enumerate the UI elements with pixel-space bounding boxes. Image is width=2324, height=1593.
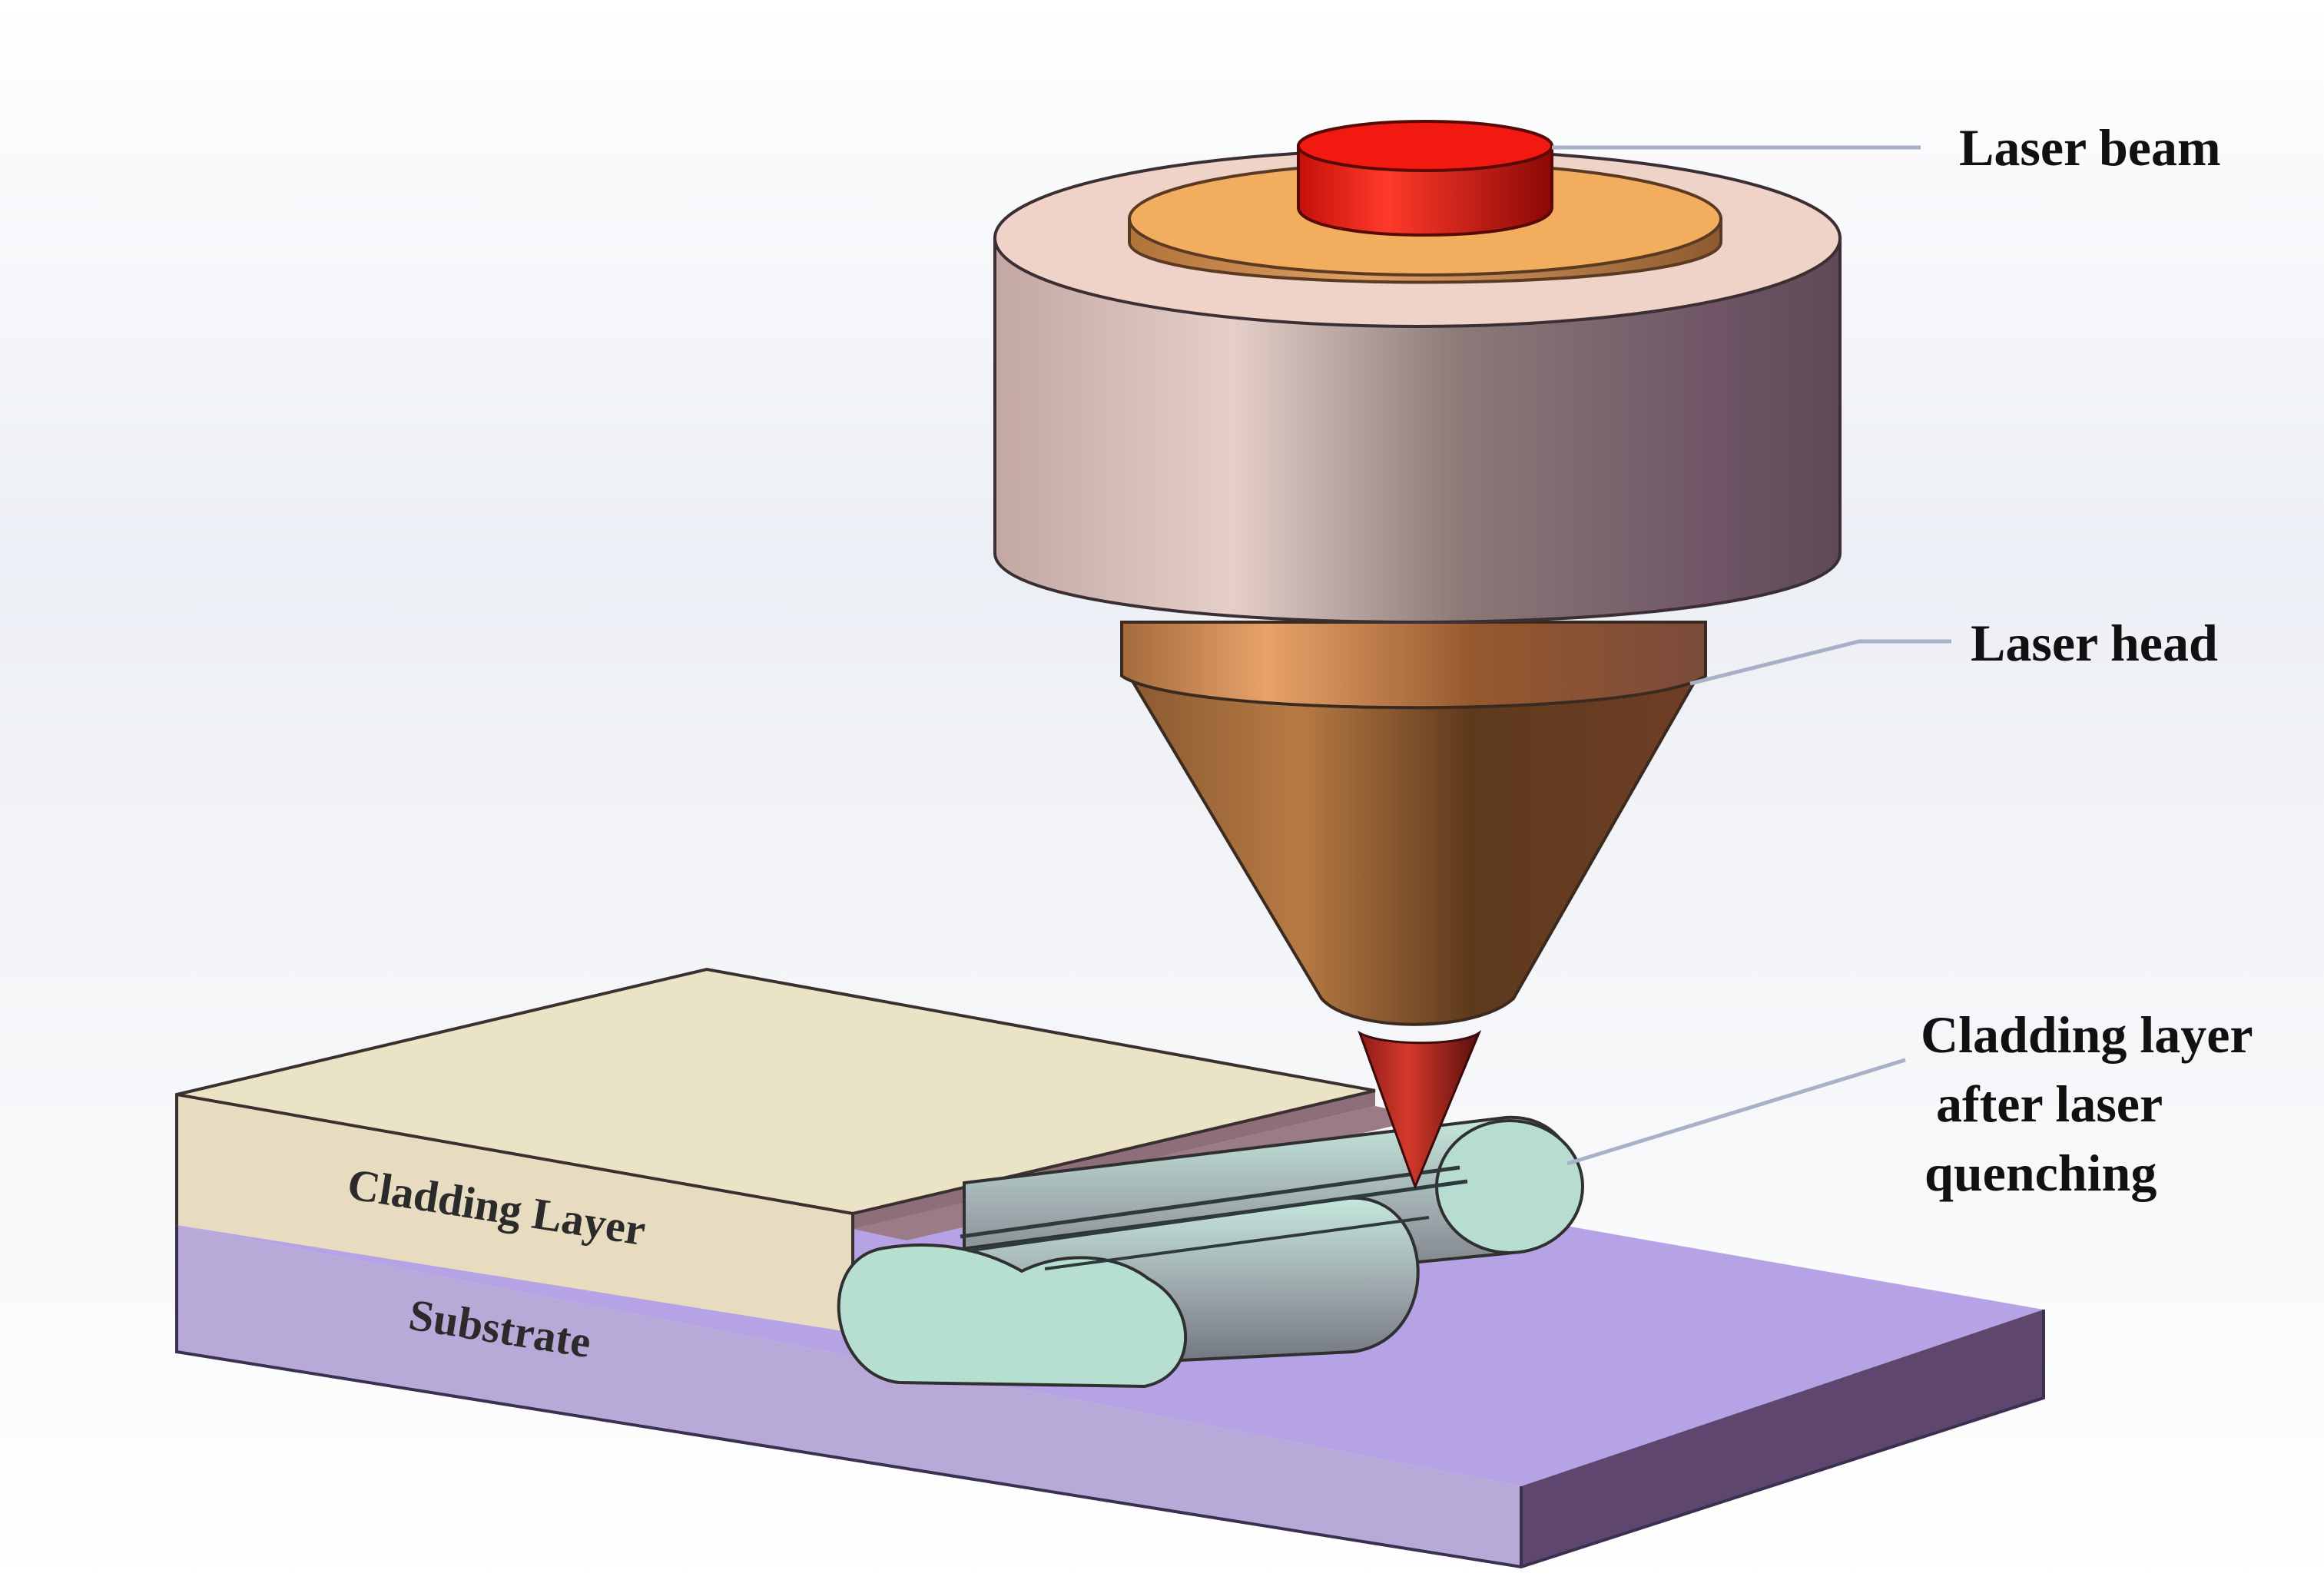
label-cladding-quench-line2: after laser: [1936, 1075, 2163, 1133]
quenched-track-front-end: [837, 1243, 1188, 1389]
quenched-tracks: [837, 1115, 1584, 1389]
cladding-top-face: [177, 969, 1375, 1214]
label-laser-head: Laser head: [1971, 614, 2218, 672]
label-cladding-quench-line3: quenching: [1925, 1144, 2157, 1202]
head-housing: [993, 237, 1842, 624]
nozzle-collar: [1120, 621, 1707, 710]
cladding-front-face: [177, 1095, 853, 1333]
label-laser-beam: Laser beam: [1959, 118, 2221, 177]
leader-lines: [1552, 145, 1951, 1166]
laser-head: [993, 120, 1842, 1191]
substrate-side-face: [1521, 1310, 2044, 1567]
leader-cladding-quench: [1566, 1058, 1906, 1166]
nozzle-tip: [1358, 1029, 1482, 1191]
substrate-front-face: [177, 1225, 1521, 1567]
label-cladding-quench-line1: Cladding layer: [1921, 1005, 2253, 1064]
laser-beam-top: [1297, 120, 1553, 172]
leader-laser-head: [1689, 639, 1951, 686]
